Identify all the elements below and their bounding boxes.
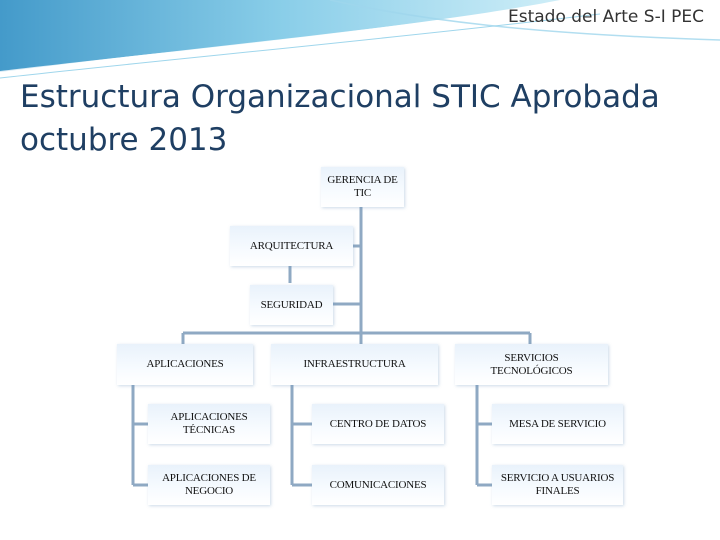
org-box-mesa-de-servicio: MESA DE SERVICIO bbox=[492, 404, 623, 444]
org-box-servicios-tecnologicos: SERVICIOS TECNOLÓGICOS bbox=[455, 344, 608, 385]
org-box-comunicaciones: COMUNICACIONES bbox=[312, 465, 444, 505]
org-box-aplicaciones-tecnicas: APLICACIONES TÉCNICAS bbox=[148, 404, 270, 444]
org-box-aplicaciones: APLICACIONES bbox=[117, 344, 253, 385]
org-box-arquitectura: ARQUITECTURA bbox=[230, 226, 353, 266]
org-box-centro-de-datos: CENTRO DE DATOS bbox=[312, 404, 444, 444]
org-box-aplicaciones-de-negocio: APLICACIONES DE NEGOCIO bbox=[148, 465, 270, 505]
org-box-seguridad: SEGURIDAD bbox=[250, 285, 333, 325]
slide-corner-label: Estado del Arte S-I PEC bbox=[507, 7, 704, 27]
header-swoosh-decoration bbox=[0, 0, 720, 79]
org-box-infraestructura: INFRAESTRUCTURA bbox=[271, 344, 438, 385]
org-box-gerencia: GERENCIA DE TIC bbox=[321, 167, 404, 207]
slide-title: Estructura Organizacional STIC Aprobada … bbox=[20, 79, 660, 158]
org-box-servicio-usuarios-finales: SERVICIO A USUARIOS FINALES bbox=[492, 465, 623, 505]
